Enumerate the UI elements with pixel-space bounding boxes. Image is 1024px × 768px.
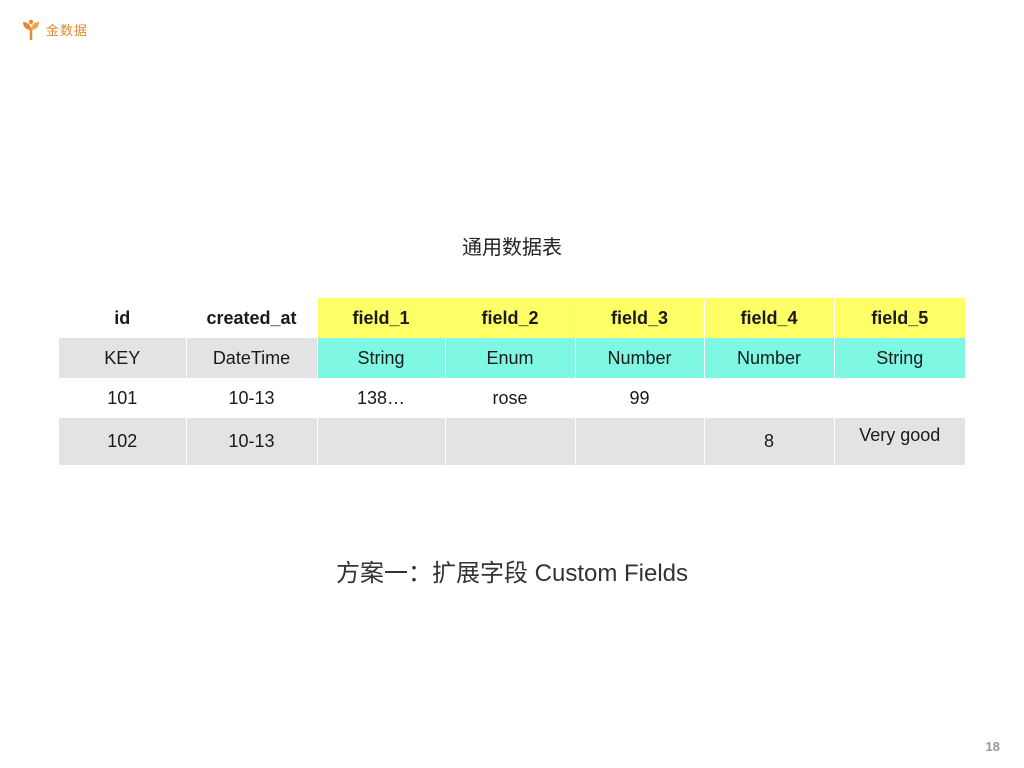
table-cell: 10-13	[186, 418, 318, 465]
table-cell: rose	[445, 378, 576, 418]
table-title: 通用数据表	[462, 237, 562, 259]
table-cell	[834, 378, 965, 418]
column-header-id: id	[59, 298, 187, 338]
brand-logo: 金数据	[20, 18, 88, 40]
column-header-field-1: field_1	[317, 298, 446, 338]
column-header-created-at: created_at	[186, 298, 318, 338]
column-header-field-2: field_2	[445, 298, 576, 338]
table-cell: Very good	[834, 418, 965, 465]
type-cell: String	[317, 338, 446, 378]
table-cell: 10-13	[186, 378, 318, 418]
table-cell: 8	[704, 418, 835, 465]
type-cell: KEY	[59, 338, 187, 378]
sprout-icon	[23, 19, 39, 40]
table-cell: 102	[59, 418, 187, 465]
table-cell: 138…	[317, 378, 446, 418]
table-header-row: id created_at field_1 field_2 field_3 fi…	[59, 298, 965, 338]
table-row: 102 10-13 8 Very good	[59, 418, 965, 465]
table-cell: 101	[59, 378, 187, 418]
type-cell: Enum	[445, 338, 576, 378]
type-cell: String	[834, 338, 965, 378]
logo-text: 金数据	[46, 22, 89, 38]
table-cell	[317, 418, 446, 465]
type-cell: Number	[575, 338, 705, 378]
table-cell	[704, 378, 835, 418]
generic-data-table: id created_at field_1 field_2 field_3 fi…	[59, 298, 965, 465]
table-cell	[445, 418, 576, 465]
table-type-row: KEY DateTime String Enum Number Number S…	[59, 338, 965, 378]
column-header-field-4: field_4	[704, 298, 835, 338]
table-cell	[575, 418, 705, 465]
slide-subtitle: 方案一：扩展字段 Custom Fields	[335, 560, 689, 587]
column-header-field-5: field_5	[834, 298, 965, 338]
page-number: 18	[985, 739, 1000, 754]
table-cell: 99	[575, 378, 705, 418]
column-header-field-3: field_3	[575, 298, 705, 338]
type-cell: DateTime	[186, 338, 318, 378]
type-cell: Number	[704, 338, 835, 378]
table-row: 101 10-13 138… rose 99	[59, 378, 965, 418]
